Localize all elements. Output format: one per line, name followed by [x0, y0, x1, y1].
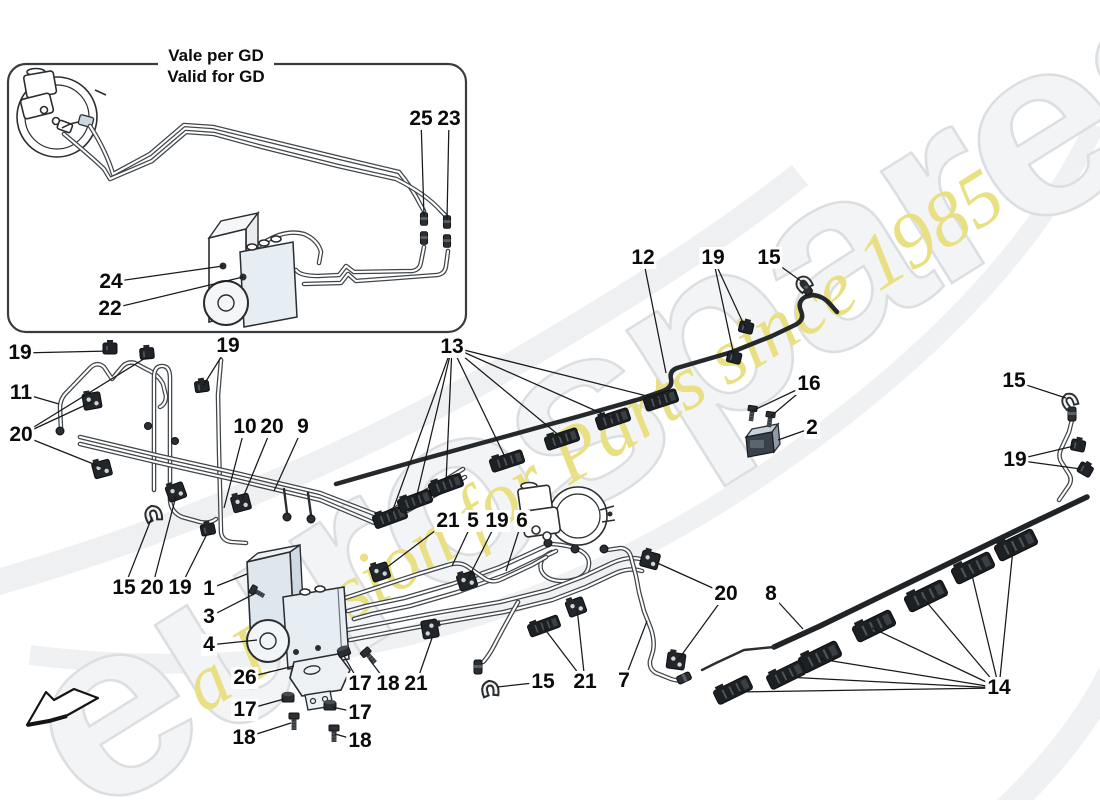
callout-part-15: 15: [1000, 368, 1028, 393]
callout-part-17: 17: [231, 697, 259, 722]
callout-part-2: 2: [804, 415, 820, 440]
watermark-swoosh-upper: [0, 164, 809, 596]
callout-part-20: 20: [7, 422, 35, 447]
callout-part-4: 4: [201, 632, 217, 657]
callout-part-12: 12: [629, 245, 657, 270]
inset-abs-unit: [203, 210, 298, 328]
leader-line-part-20: [151, 495, 177, 589]
callout-part-21: 21: [571, 669, 599, 694]
leader-line-part-14: [871, 627, 1000, 689]
callout-part-19: 19: [166, 575, 194, 600]
callout-part-21: 21: [402, 671, 430, 696]
leader-line-part-19: [712, 257, 735, 357]
rear-brake-pipe-8: [771, 494, 1090, 650]
leader-line-part-19: [19, 350, 111, 354]
leader-line-part-12: [642, 257, 667, 374]
callout-part-15: 15: [755, 245, 783, 270]
leader-line-part-13: [451, 346, 507, 460]
callout-part-17: 17: [346, 671, 374, 696]
callout-part-19: 19: [1001, 447, 1029, 472]
callout-part-9: 9: [295, 414, 311, 439]
leader-line-part-13: [451, 346, 660, 400]
callout-part-24: 24: [97, 269, 125, 294]
callout-part-19: 19: [6, 340, 34, 365]
leader-line-part-13: [451, 346, 562, 438]
rear-brake-pipe-12: [333, 292, 840, 487]
leader-line-part-14: [970, 570, 1000, 689]
callout-part-19: 19: [483, 508, 511, 533]
leader-line-part-20: [241, 426, 273, 501]
callout-part-19: 19: [699, 245, 727, 270]
callout-part-11: 11: [7, 380, 35, 405]
direction-arrow: [25, 687, 100, 727]
leader-line-part-13: [445, 346, 453, 484]
callout-part-20: 20: [712, 581, 740, 606]
inset-title-line2: Valid for GD: [167, 67, 265, 87]
callout-part-7: 7: [616, 668, 632, 693]
leader-line-part-22: [109, 276, 244, 310]
callout-part-22: 22: [96, 296, 124, 321]
callout-part-23: 23: [435, 106, 463, 131]
leader-line-part-13: [415, 346, 453, 500]
callout-part-18: 18: [346, 728, 374, 753]
callout-part-26: 26: [231, 665, 259, 690]
leader-line-part-10: [223, 426, 246, 509]
callout-part-25: 25: [407, 106, 435, 131]
watermark-swoosh-lower: [28, 120, 1100, 674]
callout-part-10: 10: [231, 414, 259, 439]
brake-pipes: [60, 360, 1072, 680]
callout-part-21: 21: [434, 508, 462, 533]
callout-part-1: 1: [201, 576, 217, 601]
leader-line-part-20: [20, 356, 148, 436]
callout-part-19: 19: [214, 333, 242, 358]
leader-line-part-24: [110, 265, 224, 283]
leader-line-part-25: [420, 118, 425, 217]
callout-part-18: 18: [374, 671, 402, 696]
callout-part-6: 6: [514, 508, 530, 533]
leader-line-part-23: [446, 118, 450, 221]
leader-line-part-14: [923, 598, 1000, 689]
leader-line-part-19: [712, 257, 746, 328]
callout-part-16: 16: [795, 371, 823, 396]
callout-part-15: 15: [529, 669, 557, 694]
callout-part-14: 14: [985, 675, 1013, 700]
leader-line-part-14: [819, 658, 1000, 689]
leader-line-part-13: [390, 346, 453, 516]
callout-part-17: 17: [346, 700, 374, 725]
callout-part-18: 18: [230, 725, 258, 750]
sensor-part-2: [744, 404, 781, 458]
callout-part-20: 20: [138, 575, 166, 600]
leader-line-part-14: [998, 548, 1014, 689]
callout-part-5: 5: [465, 508, 481, 533]
callout-part-13: 13: [438, 334, 466, 359]
watermark-swoosh-corner: [996, 669, 1100, 800]
hose-stem: [282, 487, 289, 515]
callout-part-20: 20: [258, 414, 286, 439]
hose-stem: [306, 491, 313, 517]
inset-title: Vale per GD Valid for GD: [158, 44, 274, 89]
callout-part-8: 8: [763, 581, 779, 606]
callout-part-15: 15: [110, 575, 138, 600]
leader-line-part-14: [734, 687, 1000, 693]
rear-brake-pipe-8-end: [700, 645, 776, 672]
leader-line-part-4: [208, 639, 258, 646]
leader-line-part-21: [576, 607, 586, 683]
inset-title-line1: Vale per GD: [168, 46, 264, 65]
leader-line-part-13: [451, 346, 613, 419]
leader-line-part-15: [123, 516, 153, 589]
callout-part-3: 3: [201, 604, 217, 629]
leader-line-part-14: [785, 676, 1000, 689]
